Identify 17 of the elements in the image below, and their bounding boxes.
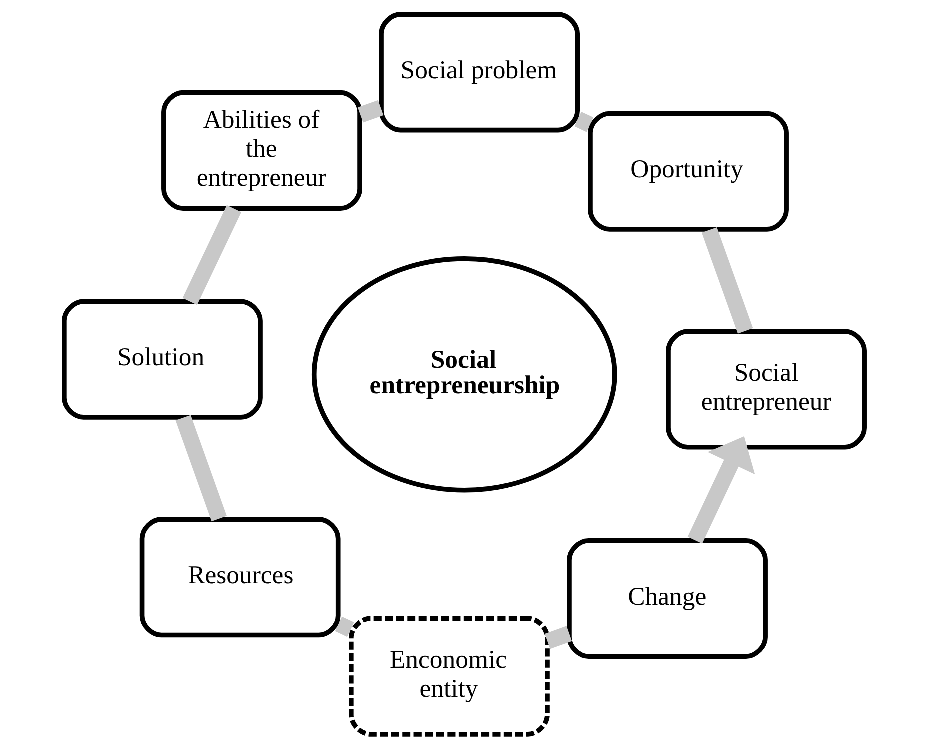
connector [182,205,242,306]
connector [544,626,572,650]
connector [574,112,594,132]
node-box: Social entrepreneur [666,329,866,450]
connector [334,616,354,638]
node-box: Change [566,538,768,660]
connector [357,100,384,123]
node-box: Oportunity [588,111,788,232]
connector [175,415,226,522]
node-ellipse: Social entrepreneurship [311,256,617,493]
connector [701,227,753,334]
node-box: Resources [139,517,340,638]
node-box: Social problem [378,12,580,133]
node-box: Abilities of the entrepreneur [161,90,362,211]
arrow [687,436,755,544]
node-box: Enconomic entity [348,616,550,737]
node-box: Solution [62,299,262,420]
